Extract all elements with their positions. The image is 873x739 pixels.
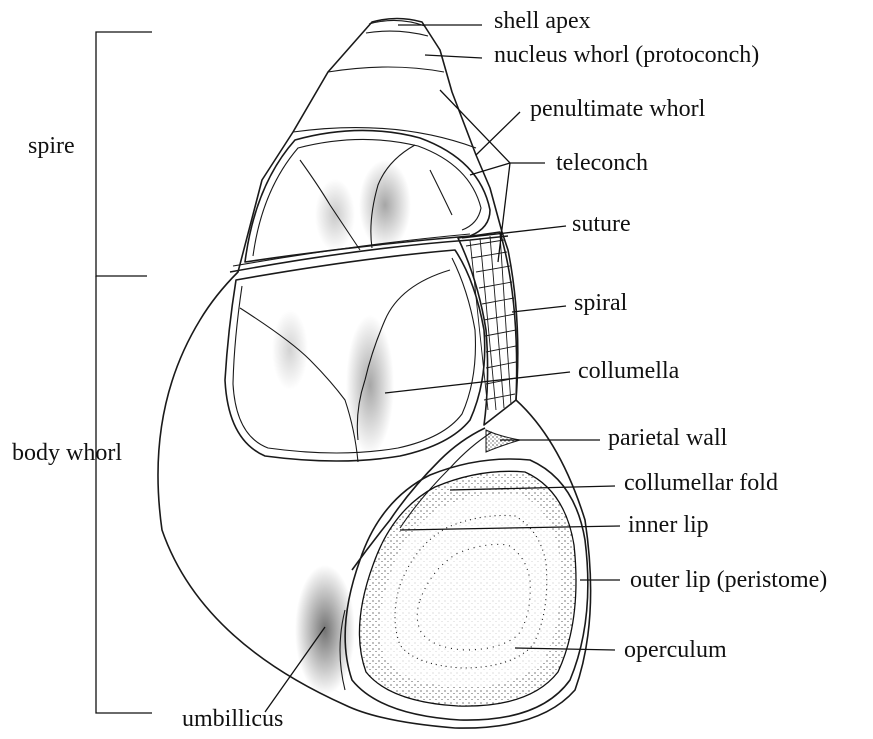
body-whorl-bracket <box>96 276 152 713</box>
label-spiral: spiral <box>574 290 628 316</box>
label-outer-lip: outer lip (peristome) <box>630 567 827 593</box>
label-shell-apex: shell apex <box>494 8 591 34</box>
label-penultimate-whorl: penultimate whorl <box>530 96 706 122</box>
label-spire: spire <box>28 133 75 159</box>
label-suture: suture <box>572 211 631 237</box>
label-operculum: operculum <box>624 637 727 663</box>
spire-bracket <box>96 32 152 276</box>
shell-drawing <box>158 19 591 729</box>
label-collumella: collumella <box>578 358 680 384</box>
label-collumellar-fold: collumellar fold <box>624 470 778 496</box>
label-umbillicus: umbillicus <box>182 706 283 732</box>
label-teleconch: teleconch <box>556 150 648 176</box>
label-parietal-wall: parietal wall <box>608 425 728 451</box>
label-body-whorl: body whorl <box>12 440 122 466</box>
label-nucleus-whorl: nucleus whorl (protoconch) <box>494 42 759 68</box>
label-inner-lip: inner lip <box>628 512 709 538</box>
